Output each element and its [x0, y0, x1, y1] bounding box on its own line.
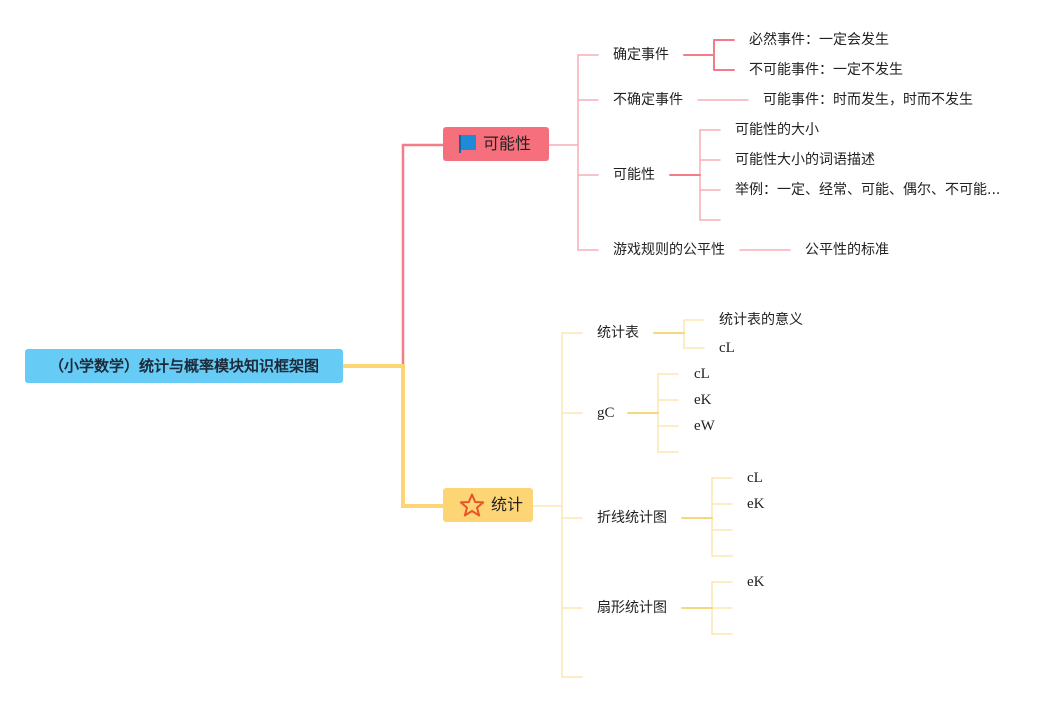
subtopic-gc[interactable]: gC [597, 405, 615, 421]
leaf-impossible-event[interactable]: 不可能事件：一定不发生 [749, 62, 903, 78]
topic-possibility[interactable]: 可能性 [443, 127, 549, 161]
leaf-possibility-size[interactable]: 可能性的大小 [735, 122, 819, 138]
subtopic-statistics-table[interactable]: 统计表 [597, 325, 639, 341]
leaf-gc-cl[interactable]: cL [694, 366, 710, 382]
flag-icon [459, 135, 476, 153]
subtopic-line-chart[interactable]: 折线统计图 [597, 510, 667, 526]
leaf-line-chart-cl[interactable]: cL [747, 470, 763, 486]
root-topic[interactable]: （小学数学）统计与概率模块知识框架图 [25, 349, 343, 383]
root-to-possibility-line [401, 143, 445, 367]
star-icon [459, 493, 485, 517]
leaf-gc-ew[interactable]: eW [694, 418, 715, 434]
subtopic-certain-events[interactable]: 确定事件 [613, 47, 669, 63]
leaf-examples[interactable]: 举例：一定、经常、可能、偶尔、不可能... [735, 182, 1001, 198]
topic-possibility-label: 可能性 [483, 134, 532, 153]
leaf-table-cl[interactable]: cL [719, 340, 735, 356]
leaf-fairness-standard[interactable]: 公平性的标准 [805, 242, 889, 258]
subtopic-pie-chart[interactable]: 扇形统计图 [597, 600, 667, 616]
leaf-line-chart-ek[interactable]: eK [747, 496, 765, 512]
topic-statistics-label: 统计 [491, 495, 524, 514]
subtopic-game-fairness[interactable]: 游戏规则的公平性 [613, 242, 725, 258]
leaf-pie-chart-ek[interactable]: eK [747, 574, 765, 590]
leaf-table-meaning[interactable]: 统计表的意义 [719, 312, 803, 328]
leaf-possibility-words[interactable]: 可能性大小的词语描述 [735, 152, 875, 168]
leaf-inevitable-event[interactable]: 必然事件：一定会发生 [749, 32, 889, 48]
leaf-gc-ek[interactable]: eK [694, 392, 712, 408]
subtopic-possibility[interactable]: 可能性 [613, 167, 655, 183]
topic-statistics[interactable]: 统计 [443, 488, 533, 522]
root-topic-label: （小学数学）统计与概率模块知识框架图 [48, 356, 319, 375]
leaf-possible-event[interactable]: 可能事件：时而发生，时而不发生 [763, 92, 973, 108]
subtopic-uncertain-events[interactable]: 不确定事件 [613, 92, 683, 108]
root-to-statistics-line [341, 364, 445, 508]
